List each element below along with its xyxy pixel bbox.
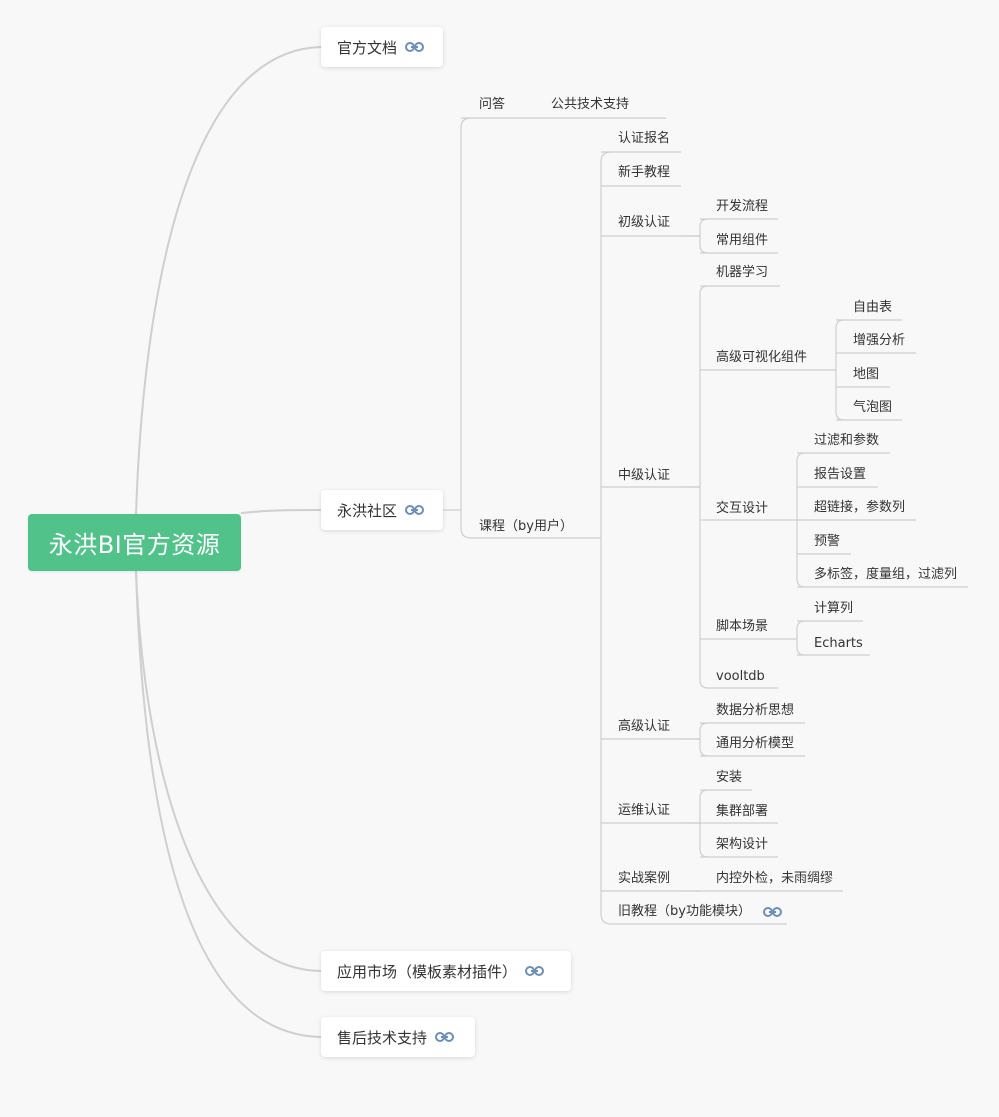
node-hyperlink-param-col[interactable]: 超链接，参数列 xyxy=(814,500,906,515)
node-app-market[interactable]: 应用市场（模板素材插件） xyxy=(321,951,571,991)
node-data-analysis-thinking[interactable]: 数据分析思想 xyxy=(716,703,795,718)
node-ops-cert[interactable]: 运维认证 xyxy=(618,803,671,818)
node-after-sales-support[interactable]: 售后技术支持 xyxy=(321,1017,475,1057)
connector-primary-children xyxy=(700,218,778,254)
node-yonghong-community[interactable]: 永洪社区 xyxy=(321,490,443,530)
node-free-table[interactable]: 自由表 xyxy=(853,300,893,315)
connector-root-support xyxy=(135,570,322,1038)
node-map[interactable]: 地图 xyxy=(853,367,880,382)
link-icon[interactable] xyxy=(405,504,425,516)
connector-script-bracket xyxy=(796,620,806,656)
link-icon[interactable] xyxy=(405,41,425,53)
connector-intermediate-bracket xyxy=(699,285,709,689)
node-label: 售后技术支持 xyxy=(337,1028,428,1047)
link-icon[interactable] xyxy=(435,1031,455,1043)
node-label: 旧教程（by功能模块） xyxy=(618,904,751,919)
root-node[interactable]: 永洪BI官方资源 xyxy=(28,514,241,571)
node-label: 应用市场（模板素材插件） xyxy=(337,962,518,981)
node-official-docs[interactable]: 官方文档 xyxy=(321,27,443,67)
root-label: 永洪BI官方资源 xyxy=(48,531,221,559)
node-cert-signup[interactable]: 认证报名 xyxy=(618,131,671,146)
node-old-tutorial[interactable]: 旧教程（by功能模块） xyxy=(618,903,783,921)
node-practical-cases[interactable]: 实战案例 xyxy=(618,871,671,886)
node-general-analysis-model[interactable]: 通用分析模型 xyxy=(716,736,795,751)
node-alert[interactable]: 预警 xyxy=(814,534,841,549)
node-calc-column[interactable]: 计算列 xyxy=(814,601,854,616)
node-report-settings[interactable]: 报告设置 xyxy=(814,467,867,482)
node-beginner-tutorial[interactable]: 新手教程 xyxy=(618,165,671,180)
connector-root-community xyxy=(240,509,322,514)
node-cluster-deploy[interactable]: 集群部署 xyxy=(716,804,769,819)
node-interaction-design[interactable]: 交互设计 xyxy=(716,501,769,516)
connector-interaction-children xyxy=(797,452,968,588)
node-internal-control[interactable]: 内控外检，未雨绸缪 xyxy=(716,871,834,886)
node-label: 官方文档 xyxy=(337,38,398,57)
connector-script-children xyxy=(797,620,870,656)
connector-primary-bracket xyxy=(699,218,709,254)
node-vooltdb[interactable]: vooltdb xyxy=(716,669,765,684)
connector-community-bracket xyxy=(460,117,582,539)
connector-ops-children xyxy=(700,789,778,858)
node-machine-learning[interactable]: 机器学习 xyxy=(716,265,769,280)
node-qa[interactable]: 问答 xyxy=(479,97,506,112)
node-enhanced-analysis[interactable]: 增强分析 xyxy=(853,333,906,348)
node-advanced-cert[interactable]: 高级认证 xyxy=(618,719,671,734)
connector-intermediate-children xyxy=(700,285,817,689)
node-dev-process[interactable]: 开发流程 xyxy=(716,199,769,214)
node-echarts[interactable]: Echarts xyxy=(814,636,863,651)
node-advanced-viz[interactable]: 高级可视化组件 xyxy=(716,350,808,365)
connector-adv-viz-children xyxy=(836,319,916,421)
connector-advanced-children xyxy=(700,722,805,757)
node-common-components[interactable]: 常用组件 xyxy=(716,233,769,248)
node-install[interactable]: 安装 xyxy=(716,770,743,785)
node-script-scenario[interactable]: 脚本场景 xyxy=(716,619,769,634)
node-multi-tab[interactable]: 多标签，度量组，过滤列 xyxy=(814,567,958,582)
node-intermediate-cert[interactable]: 中级认证 xyxy=(618,468,671,483)
node-bubble-chart[interactable]: 气泡图 xyxy=(853,400,893,415)
node-courses[interactable]: 课程（by用户） xyxy=(479,519,573,534)
connector-courses-bracket xyxy=(600,151,612,925)
node-primary-cert[interactable]: 初级认证 xyxy=(618,215,671,230)
connector-advanced-bracket xyxy=(699,722,709,757)
connector-adv-viz-bracket xyxy=(835,319,845,421)
node-label: 永洪社区 xyxy=(337,501,398,520)
connector-root-docs xyxy=(135,46,322,515)
link-icon[interactable] xyxy=(763,906,783,918)
node-public-tech-support[interactable]: 公共技术支持 xyxy=(551,97,630,112)
connector-root-market xyxy=(135,570,322,972)
node-architecture[interactable]: 架构设计 xyxy=(716,837,769,852)
node-filter-params[interactable]: 过滤和参数 xyxy=(814,433,880,448)
link-icon[interactable] xyxy=(525,965,545,977)
